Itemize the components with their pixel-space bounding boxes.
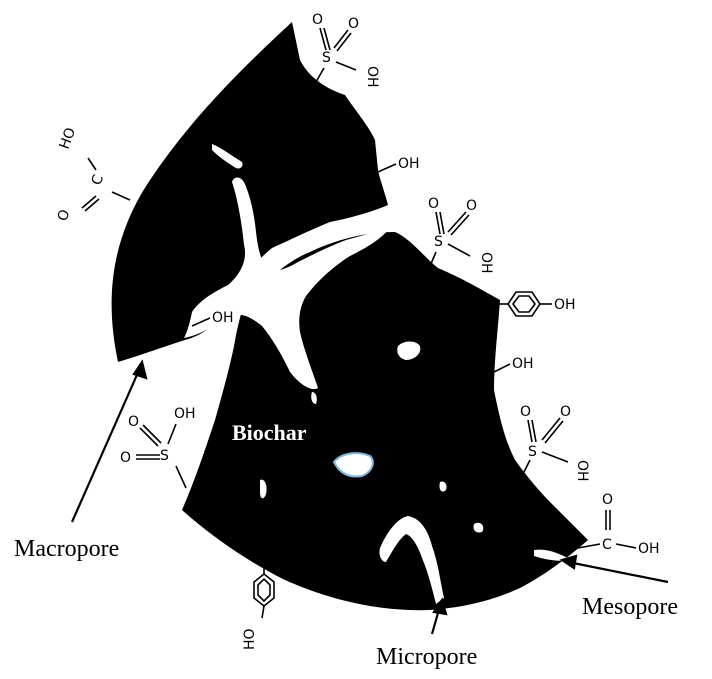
sulfur-symbol: S bbox=[322, 50, 331, 66]
hydroxyl-label: OH bbox=[212, 310, 234, 326]
hydroxyl-label: OH bbox=[512, 356, 534, 372]
hydroxyl-label: OH bbox=[638, 541, 660, 557]
carbon-symbol: C bbox=[602, 537, 612, 553]
micropore-crack bbox=[379, 516, 444, 604]
pore-blob-3 bbox=[439, 481, 447, 492]
hydroxyl-label: HO bbox=[242, 628, 258, 650]
pore-blob-2 bbox=[260, 479, 267, 499]
oxygen-symbol: O bbox=[348, 16, 359, 32]
hydroxyl-label: OH bbox=[174, 406, 196, 422]
oxygen-symbol: O bbox=[312, 12, 323, 28]
oxygen-symbol: O bbox=[428, 196, 439, 212]
sulfonic-group-top: S O O OH bbox=[312, 12, 380, 88]
hydroxyl-label: OH bbox=[364, 66, 380, 88]
sulfur-symbol: S bbox=[434, 234, 443, 250]
mesopore-arrow-line bbox=[567, 560, 669, 584]
macropore-channel bbox=[184, 177, 390, 390]
pores bbox=[184, 144, 572, 604]
oxygen-symbol: O bbox=[520, 404, 531, 420]
crack-upper bbox=[212, 144, 243, 169]
oxygen-symbol: O bbox=[466, 198, 477, 214]
macropore-arrow-line bbox=[70, 367, 142, 523]
hydroxyl-group-2: OH bbox=[191, 310, 234, 327]
mesopore-arrowhead bbox=[559, 554, 578, 570]
hydroxyl-group-1: OH bbox=[377, 156, 420, 173]
oxygen-symbol: O bbox=[128, 414, 139, 430]
macropore-arrowhead bbox=[132, 359, 148, 380]
sulfonic-group-lower-right: S O O OH bbox=[520, 404, 590, 482]
highlighted-pore bbox=[332, 452, 374, 478]
sulfonic-group-left: S O O OH bbox=[120, 406, 196, 489]
mesopore-notch bbox=[534, 549, 572, 561]
macropore-label: Macropore bbox=[14, 536, 119, 562]
phenol-group-bottom: HO bbox=[242, 564, 275, 650]
hydroxyl-label: OH bbox=[478, 252, 494, 274]
phenol-group-right: OH bbox=[498, 291, 576, 317]
hydroxyl-label: OH bbox=[554, 297, 576, 313]
pore-blob-5 bbox=[311, 392, 317, 404]
biochar-label: Biochar bbox=[232, 420, 307, 445]
oxygen-symbol: O bbox=[120, 450, 131, 466]
carboxyl-group-right: C O OH bbox=[577, 492, 660, 557]
hydroxyl-group-3: OH bbox=[493, 356, 534, 373]
pore-blob-1 bbox=[397, 341, 421, 360]
oxygen-symbol: O bbox=[602, 492, 613, 508]
hydroxyl-label: OH bbox=[574, 460, 590, 482]
arrows bbox=[70, 359, 669, 635]
sulfonic-group-right: S O O OH bbox=[428, 196, 494, 274]
carboxyl-group-left: C HO O bbox=[55, 126, 131, 224]
hydroxyl-label: OH bbox=[398, 156, 420, 172]
carbon-symbol: C bbox=[89, 172, 107, 187]
oxygen-symbol: O bbox=[55, 208, 74, 224]
hydroxyl-label: HO bbox=[57, 126, 79, 152]
mesopore-label: Mesopore bbox=[582, 594, 678, 620]
micropore-label: Micropore bbox=[376, 644, 477, 670]
oxygen-symbol: O bbox=[560, 404, 571, 420]
sulfur-symbol: S bbox=[528, 444, 537, 460]
sulfur-symbol: S bbox=[160, 448, 169, 464]
particle-upper-lobe bbox=[111, 22, 388, 362]
micropore-arrowhead bbox=[432, 597, 448, 616]
pore-blob-4 bbox=[473, 522, 484, 533]
